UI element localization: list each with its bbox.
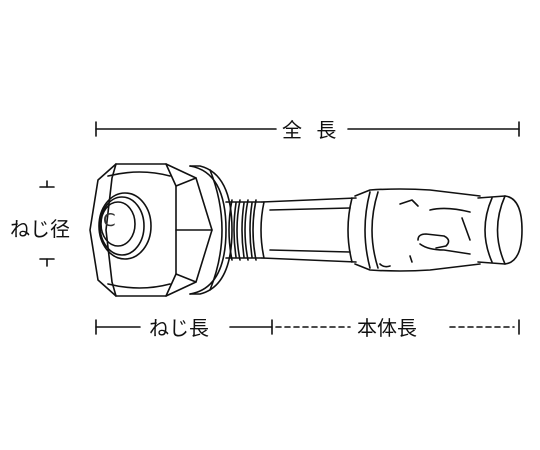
bolt-end-face	[98, 192, 152, 260]
thread-diameter-dimension	[39, 180, 55, 267]
bolt-shank	[261, 197, 357, 263]
thread-diameter-label: ねじ径	[10, 217, 70, 241]
thread-length-label: ねじ長	[149, 316, 209, 340]
washer	[189, 165, 233, 295]
nut-mark-label: C	[103, 210, 116, 231]
body-length-label: 本体長	[357, 316, 417, 340]
bolt-thread	[225, 199, 265, 261]
expansion-sleeve	[354, 188, 523, 272]
bottom-length-dimension	[95, 319, 520, 335]
total-length-label: 全 長	[282, 118, 341, 142]
total-length-dimension	[95, 121, 520, 137]
hex-nut	[89, 163, 213, 297]
